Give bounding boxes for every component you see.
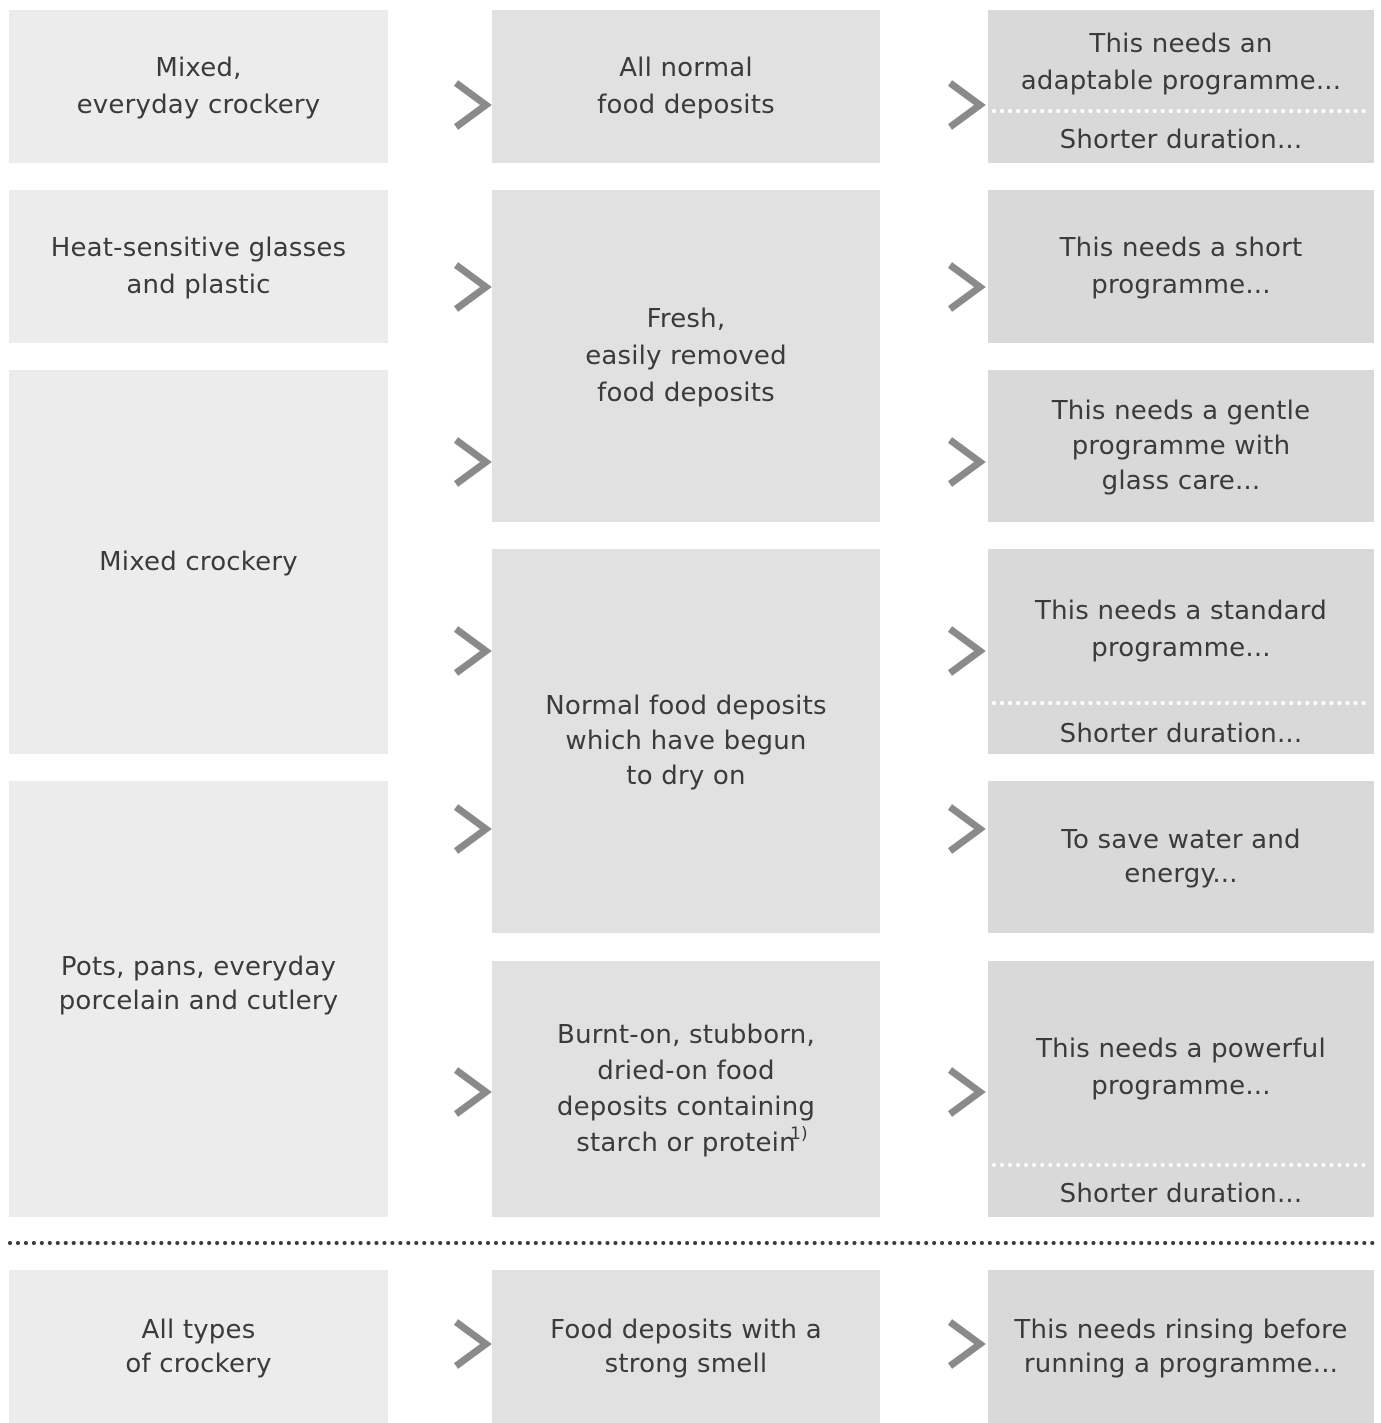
double-arrow-right-icon: [880, 623, 988, 679]
crockery-all-types: All types of crockery: [9, 1270, 388, 1423]
programme-gentle-label: This needs a gentle programme with glass…: [1051, 395, 1311, 496]
deposits-strong-smell: Food deposits with a strong smell: [492, 1270, 880, 1423]
crockery-heat-sensitive: Heat-sensitive glasses and plastic: [9, 190, 388, 343]
double-arrow-right-icon: [880, 1064, 988, 1120]
programme-gentle: This needs a gentle programme with glass…: [988, 370, 1374, 522]
double-arrow-right-icon: [880, 434, 988, 490]
deposits-fresh-label: Fresh, easily removed food deposits: [585, 303, 787, 408]
programme-rinsing-label: This needs rinsing before running a prog…: [1014, 1314, 1348, 1379]
double-arrow-right-icon: [386, 434, 494, 490]
deposits-normal-dry: Normal food deposits which have begun to…: [492, 549, 880, 933]
programme-standard-label: This needs a standard programme...: [1035, 596, 1327, 663]
programme-save-water-label: To save water and energy...: [1061, 825, 1301, 889]
crockery-mixed: Mixed crockery: [9, 370, 388, 754]
double-arrow-right-icon: [880, 259, 988, 315]
double-arrow-right-icon: [386, 1316, 494, 1372]
double-arrow-right-icon: [880, 77, 988, 133]
programme-short: This needs a short programme...: [988, 190, 1374, 343]
programme-standard-shorter: Shorter duration...: [1059, 719, 1303, 749]
double-arrow-right-icon: [386, 77, 494, 133]
double-arrow-right-icon: [386, 623, 494, 679]
double-arrow-right-icon: [386, 801, 494, 857]
crockery-pots-pans-label: Pots, pans, everyday porcelain and cutle…: [58, 952, 339, 1016]
programme-adaptable-shorter: Shorter duration...: [1059, 125, 1303, 155]
crockery-pots-pans: Pots, pans, everyday porcelain and cutle…: [9, 781, 388, 1217]
dotted-divider: [992, 109, 1366, 113]
programme-save-water: To save water and energy...: [988, 781, 1374, 933]
crockery-all-types-label: All types of crockery: [125, 1314, 272, 1379]
programme-powerful: This needs a powerful programme... Short…: [988, 961, 1374, 1217]
dotted-divider: [992, 1163, 1366, 1167]
crockery-mixed-everyday-label: Mixed, everyday crockery: [76, 52, 321, 120]
crockery-heat-sensitive-label: Heat-sensitive glasses and plastic: [50, 232, 347, 300]
programme-short-label: This needs a short programme...: [1059, 232, 1303, 300]
programme-adaptable-label: This needs an adaptable programme...: [1020, 29, 1342, 96]
double-arrow-right-icon: [386, 1064, 494, 1120]
crockery-mixed-everyday: Mixed, everyday crockery: [9, 10, 388, 163]
programme-adaptable: This needs an adaptable programme... Sho…: [988, 10, 1374, 163]
double-arrow-right-icon: [880, 801, 988, 857]
dotted-separator: [8, 1241, 1376, 1245]
double-arrow-right-icon: [386, 259, 494, 315]
crockery-mixed-label: Mixed crockery: [99, 546, 298, 577]
programme-powerful-label: This needs a powerful programme...: [1036, 1034, 1326, 1101]
programme-rinsing: This needs rinsing before running a prog…: [988, 1270, 1374, 1423]
dotted-divider: [992, 701, 1366, 705]
deposits-strong-smell-label: Food deposits with a strong smell: [550, 1314, 822, 1379]
deposits-normal-dry-label: Normal food deposits which have begun to…: [545, 690, 827, 791]
programme-powerful-shorter: Shorter duration...: [1059, 1179, 1303, 1209]
deposits-all-normal: All normal food deposits: [492, 10, 880, 163]
deposits-fresh: Fresh, easily removed food deposits: [492, 190, 880, 522]
deposits-burnt-on: Burnt-on, stubborn, dried-on food deposi…: [492, 961, 880, 1217]
deposits-all-normal-label: All normal food deposits: [597, 52, 775, 120]
footnote-marker: 1): [790, 1124, 808, 1144]
deposits-burnt-on-label: Burnt-on, stubborn, dried-on food deposi…: [556, 1020, 816, 1158]
double-arrow-right-icon: [880, 1316, 988, 1372]
programme-standard: This needs a standard programme... Short…: [988, 549, 1374, 754]
